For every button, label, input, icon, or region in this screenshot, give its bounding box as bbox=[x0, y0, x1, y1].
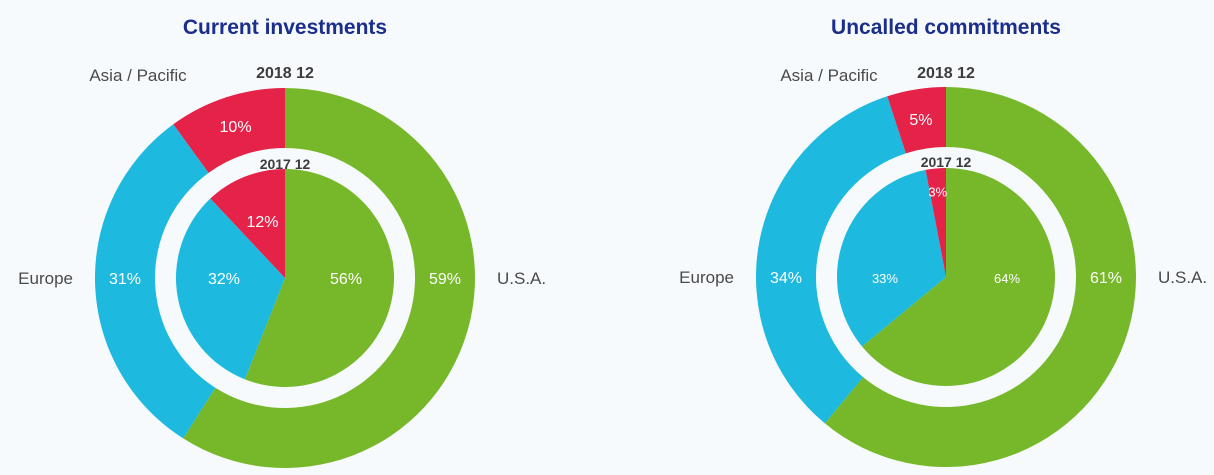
chart-uncalled-commitments-inner-pie-pct-europe: 33% bbox=[872, 271, 898, 286]
chart-current-investments-outer-ring-label: 2018 12 bbox=[256, 65, 314, 82]
chart-current-investments-title: Current investments bbox=[183, 16, 387, 39]
chart-uncalled-commitments-outer-ring-label: 2018 12 bbox=[917, 65, 975, 82]
chart-current-investments-region-label-europe: Europe bbox=[18, 269, 73, 288]
chart-current-investments-inner-pie-pct-europe: 32% bbox=[208, 271, 240, 288]
chart-uncalled-commitments-outer-ring-pct-asia-pacific: 5% bbox=[909, 112, 932, 129]
chart-current-investments-outer-ring-slice-u-s-a bbox=[183, 88, 475, 468]
chart-current-investments-region-label-usa: U.S.A. bbox=[497, 269, 546, 288]
chart-current-investments-inner-pie-label: 2017 12 bbox=[260, 156, 311, 172]
chart-current-investments-outer-ring-pct-u-s-a: 59% bbox=[429, 271, 461, 288]
chart-current-investments-inner-pie-slice-u-s-a bbox=[244, 169, 394, 387]
chart-uncalled-commitments-outer-ring-slice-europe bbox=[756, 96, 906, 424]
chart-uncalled-commitments-title: Uncalled commitments bbox=[831, 16, 1061, 39]
chart-uncalled-commitments-outer-ring-slice-asia-pacific bbox=[887, 87, 946, 154]
chart-uncalled-commitments-inner-pie-slice-asia-pacific bbox=[925, 168, 946, 277]
chart-uncalled-commitments-region-label-europe: Europe bbox=[679, 268, 734, 287]
chart-current-investments-outer-ring-slice-europe bbox=[94, 124, 216, 439]
chart-uncalled-commitments-inner-pie-slice-u-s-a bbox=[862, 168, 1055, 387]
chart-uncalled-commitments-outer-ring-slice-u-s-a bbox=[824, 87, 1136, 467]
chart-current-investments: Current investments 2018 12 2017 12 59% 31% 1… bbox=[18, 16, 546, 468]
chart-uncalled-commitments-region-label-asia-pacific: Asia / Pacific bbox=[780, 66, 878, 85]
chart-uncalled-commitments-inner-pie-label: 2017 12 bbox=[921, 154, 972, 170]
chart-uncalled-commitments-region-label-usa: U.S.A. bbox=[1158, 268, 1207, 287]
chart-uncalled-commitments: Uncalled commitments 2018 12 2017 12 61% 34%… bbox=[679, 16, 1207, 467]
chart-current-investments-inner-pie-slice-europe bbox=[175, 198, 285, 380]
chart-uncalled-commitments-outer-ring-pct-europe: 34% bbox=[770, 270, 802, 287]
chart-current-investments-inner-pie-pct-u-s-a: 56% bbox=[330, 271, 362, 288]
chart-uncalled-commitments-inner-pie-slice-europe bbox=[837, 169, 946, 347]
chart-current-investments-inner-pie-slice-asia-pacific bbox=[210, 169, 285, 278]
chart-uncalled-commitments-outer-ring-pct-u-s-a: 61% bbox=[1090, 270, 1122, 287]
chart-current-investments-region-label-asia-pacific: Asia / Pacific bbox=[89, 66, 187, 85]
chart-uncalled-commitments-inner-pie-pct-asia-pacific: 3% bbox=[928, 184, 947, 199]
chart-current-investments-outer-ring-slice-asia-pacific bbox=[173, 88, 285, 173]
chart-current-investments-outer-ring-pct-europe: 31% bbox=[109, 271, 141, 288]
chart-current-investments-inner-pie-pct-asia-pacific: 12% bbox=[247, 214, 279, 231]
chart-uncalled-commitments-inner-pie-pct-u-s-a: 64% bbox=[994, 271, 1020, 286]
chart-current-investments-outer-ring-pct-asia-pacific: 10% bbox=[220, 119, 252, 136]
